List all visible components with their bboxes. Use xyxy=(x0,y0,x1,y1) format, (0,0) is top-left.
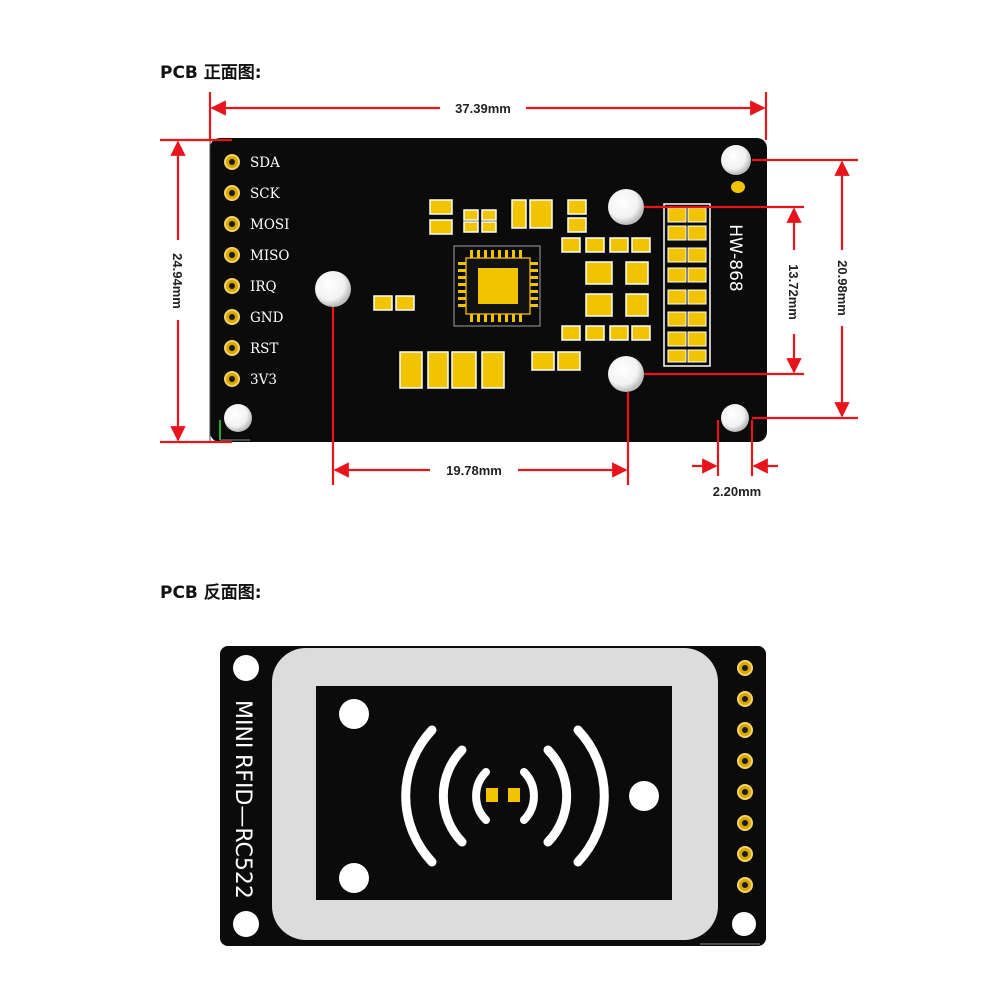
center-pad-left xyxy=(486,788,498,802)
test-pad xyxy=(731,181,745,193)
rfid-wave-icon xyxy=(401,725,609,867)
mounting-hole-top-right xyxy=(721,145,751,175)
mounting-hole-bottom-right xyxy=(721,404,749,432)
dim-inner-span-label: 13.72mm xyxy=(786,264,801,320)
dim-width-label: 37.39mm xyxy=(455,101,511,116)
back-hole-top-left xyxy=(233,655,259,681)
mounting-hole-bottom-left xyxy=(224,404,252,432)
pin-label-irq: IRQ xyxy=(250,279,277,295)
back-label-line2: RFID—RC522 xyxy=(230,754,255,899)
pin-label-mosi: MOSI xyxy=(250,217,289,233)
pin-label-rst: RST xyxy=(250,341,278,357)
ic-chip xyxy=(453,245,541,327)
connector-pads xyxy=(663,203,711,367)
pin-label-miso: MISO xyxy=(250,248,289,264)
back-hole-inner-right xyxy=(629,781,659,811)
front-board: SDA SCK MOSI MISO IRQ GND RST 3V3 xyxy=(209,138,767,442)
pin-label-sda: SDA xyxy=(250,155,280,171)
center-pad-right xyxy=(508,788,520,802)
pin-label-3v3: 3V3 xyxy=(250,372,277,388)
dimension-lines xyxy=(160,92,858,485)
back-view-title: PCB 反面图: xyxy=(160,583,262,603)
back-hole-bottom-left xyxy=(233,911,259,937)
dim-horizontal-label: 19.78mm xyxy=(446,463,502,478)
back-hole-inner-top xyxy=(339,699,369,729)
mounting-hole-left xyxy=(315,271,351,307)
back-label-line1: MINI xyxy=(230,700,255,748)
dim-height-label: 24.94mm xyxy=(170,253,185,309)
back-hole-bottom-right xyxy=(732,912,756,936)
back-board: MINI RFID—RC522 xyxy=(220,646,766,946)
board-label: HW-868 xyxy=(725,224,745,292)
pin-label-sck: SCK xyxy=(250,186,281,202)
mounting-hole-lower-mid xyxy=(608,356,644,392)
back-hole-inner-bottom xyxy=(339,863,369,893)
dim-hole-span-label: 20.98mm xyxy=(835,260,850,316)
front-view-title: PCB 正面图: xyxy=(160,63,262,83)
mounting-hole-upper-mid xyxy=(608,189,644,225)
pin-label-gnd: GND xyxy=(250,310,284,326)
smd-components xyxy=(373,199,651,389)
back-pin-header xyxy=(737,660,753,893)
dim-edge-offset-label: 2.20mm xyxy=(713,484,761,499)
pin-header xyxy=(224,154,240,387)
